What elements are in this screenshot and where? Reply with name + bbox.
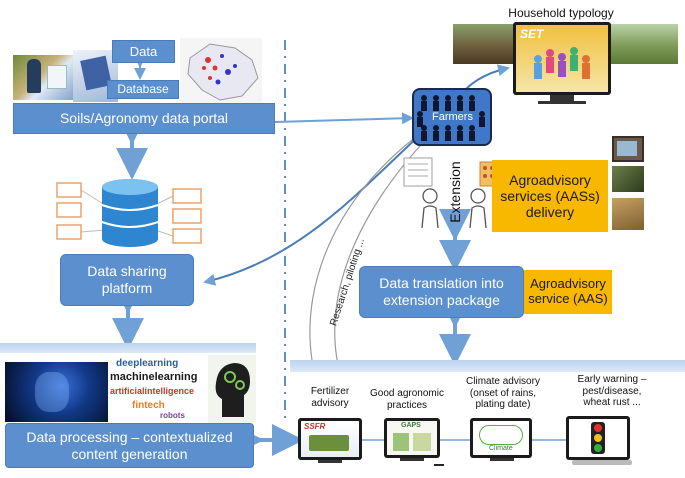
data-box: Data [112,40,175,63]
data-translation-box[interactable]: Data translation into extension package [359,266,524,318]
climate-monitor[interactable]: Climate [470,418,532,458]
tv-photo [612,136,644,162]
set-logo: SET [520,27,544,41]
aas-delivery-box[interactable]: Agroadvisory services (AASs) delivery [492,160,608,232]
people-figures [534,47,590,79]
database-box: Database [107,80,179,99]
head-gears-image [208,355,256,423]
advisory-label-climate: Climate advisory(onset of rains,plating … [466,376,540,410]
arrow-research-piloting [334,134,431,366]
household-typology-title: Household typology [508,6,614,20]
extension-label: Extension [446,161,463,223]
left-band [0,343,256,353]
ethiopia-map [180,38,262,104]
data-processing-box[interactable]: Data processing – contextualized content… [5,423,254,468]
database-cylinder-graphic [55,175,205,255]
household-photo-right [608,24,678,64]
fertilizer-monitor[interactable]: SSFR [298,418,362,460]
advisory-label-early-warning: Early warning –pest/disease,wheat rust .… [577,374,647,408]
right-band [290,360,685,372]
aas-single-box[interactable]: Agroadvisory service (AAS) [524,270,612,314]
household-photo-left [453,24,513,64]
farmer-field-photo [612,198,644,230]
farmer-radio-photo [612,166,644,192]
gap-monitor[interactable]: GAPS [384,418,440,458]
soils-agronomy-portal[interactable]: Soils/Agronomy data portal [13,103,275,134]
data-sharing-platform[interactable]: Data sharing platform [60,254,194,306]
early-warning-monitor[interactable] [566,416,630,460]
binary-face-image [5,362,108,422]
arrow-portal-farmers [264,112,414,129]
farmers-group[interactable]: Farmers [412,88,492,146]
farmers-label: Farmers [432,111,473,123]
farmer-photo [13,55,73,100]
traffic-light-icon [591,422,605,454]
household-monitor: SET [513,22,611,95]
ml-word-cloud: deeplearning machinelearning artificiali… [110,356,206,424]
arrow-farmers-sharing [203,123,432,286]
